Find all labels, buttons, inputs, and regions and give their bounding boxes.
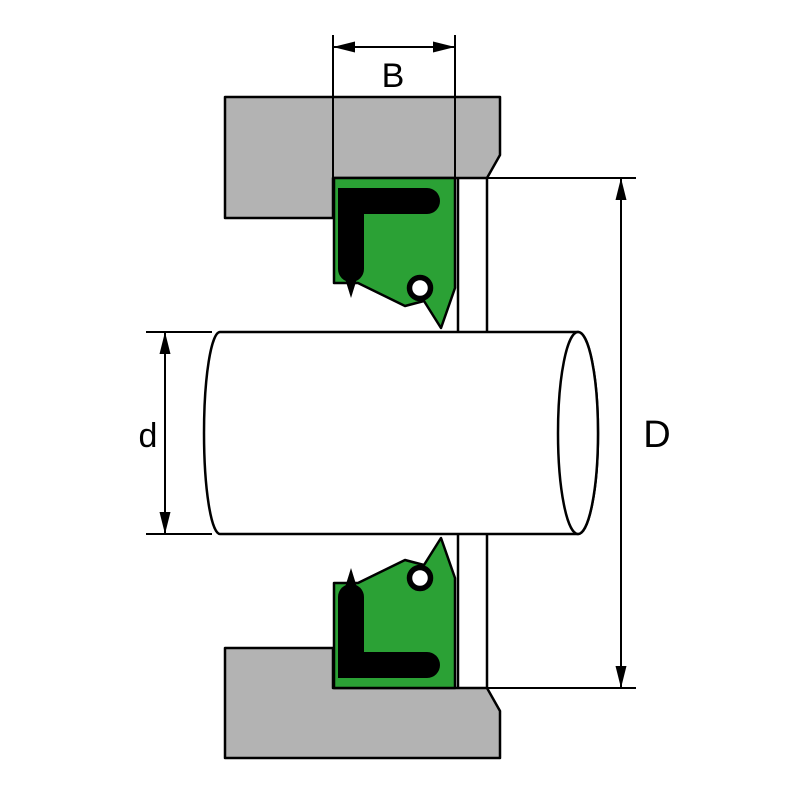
d-shaft-arrowhead-bottom-icon [159, 512, 171, 534]
label-seal-width: B [382, 57, 405, 95]
label-bore-diameter: D [643, 414, 670, 456]
d-shaft-arrowhead-top-icon [159, 332, 171, 354]
d-outer-arrowhead-bottom-icon [615, 666, 627, 688]
b-arrowhead-right-icon [433, 41, 455, 53]
b-arrowhead-left-icon [333, 41, 355, 53]
shaft-body [202, 330, 600, 536]
d-outer-arrowhead-top-icon [615, 178, 627, 200]
shaft-end-face [556, 330, 600, 536]
label-shaft-diameter: d [139, 417, 158, 455]
